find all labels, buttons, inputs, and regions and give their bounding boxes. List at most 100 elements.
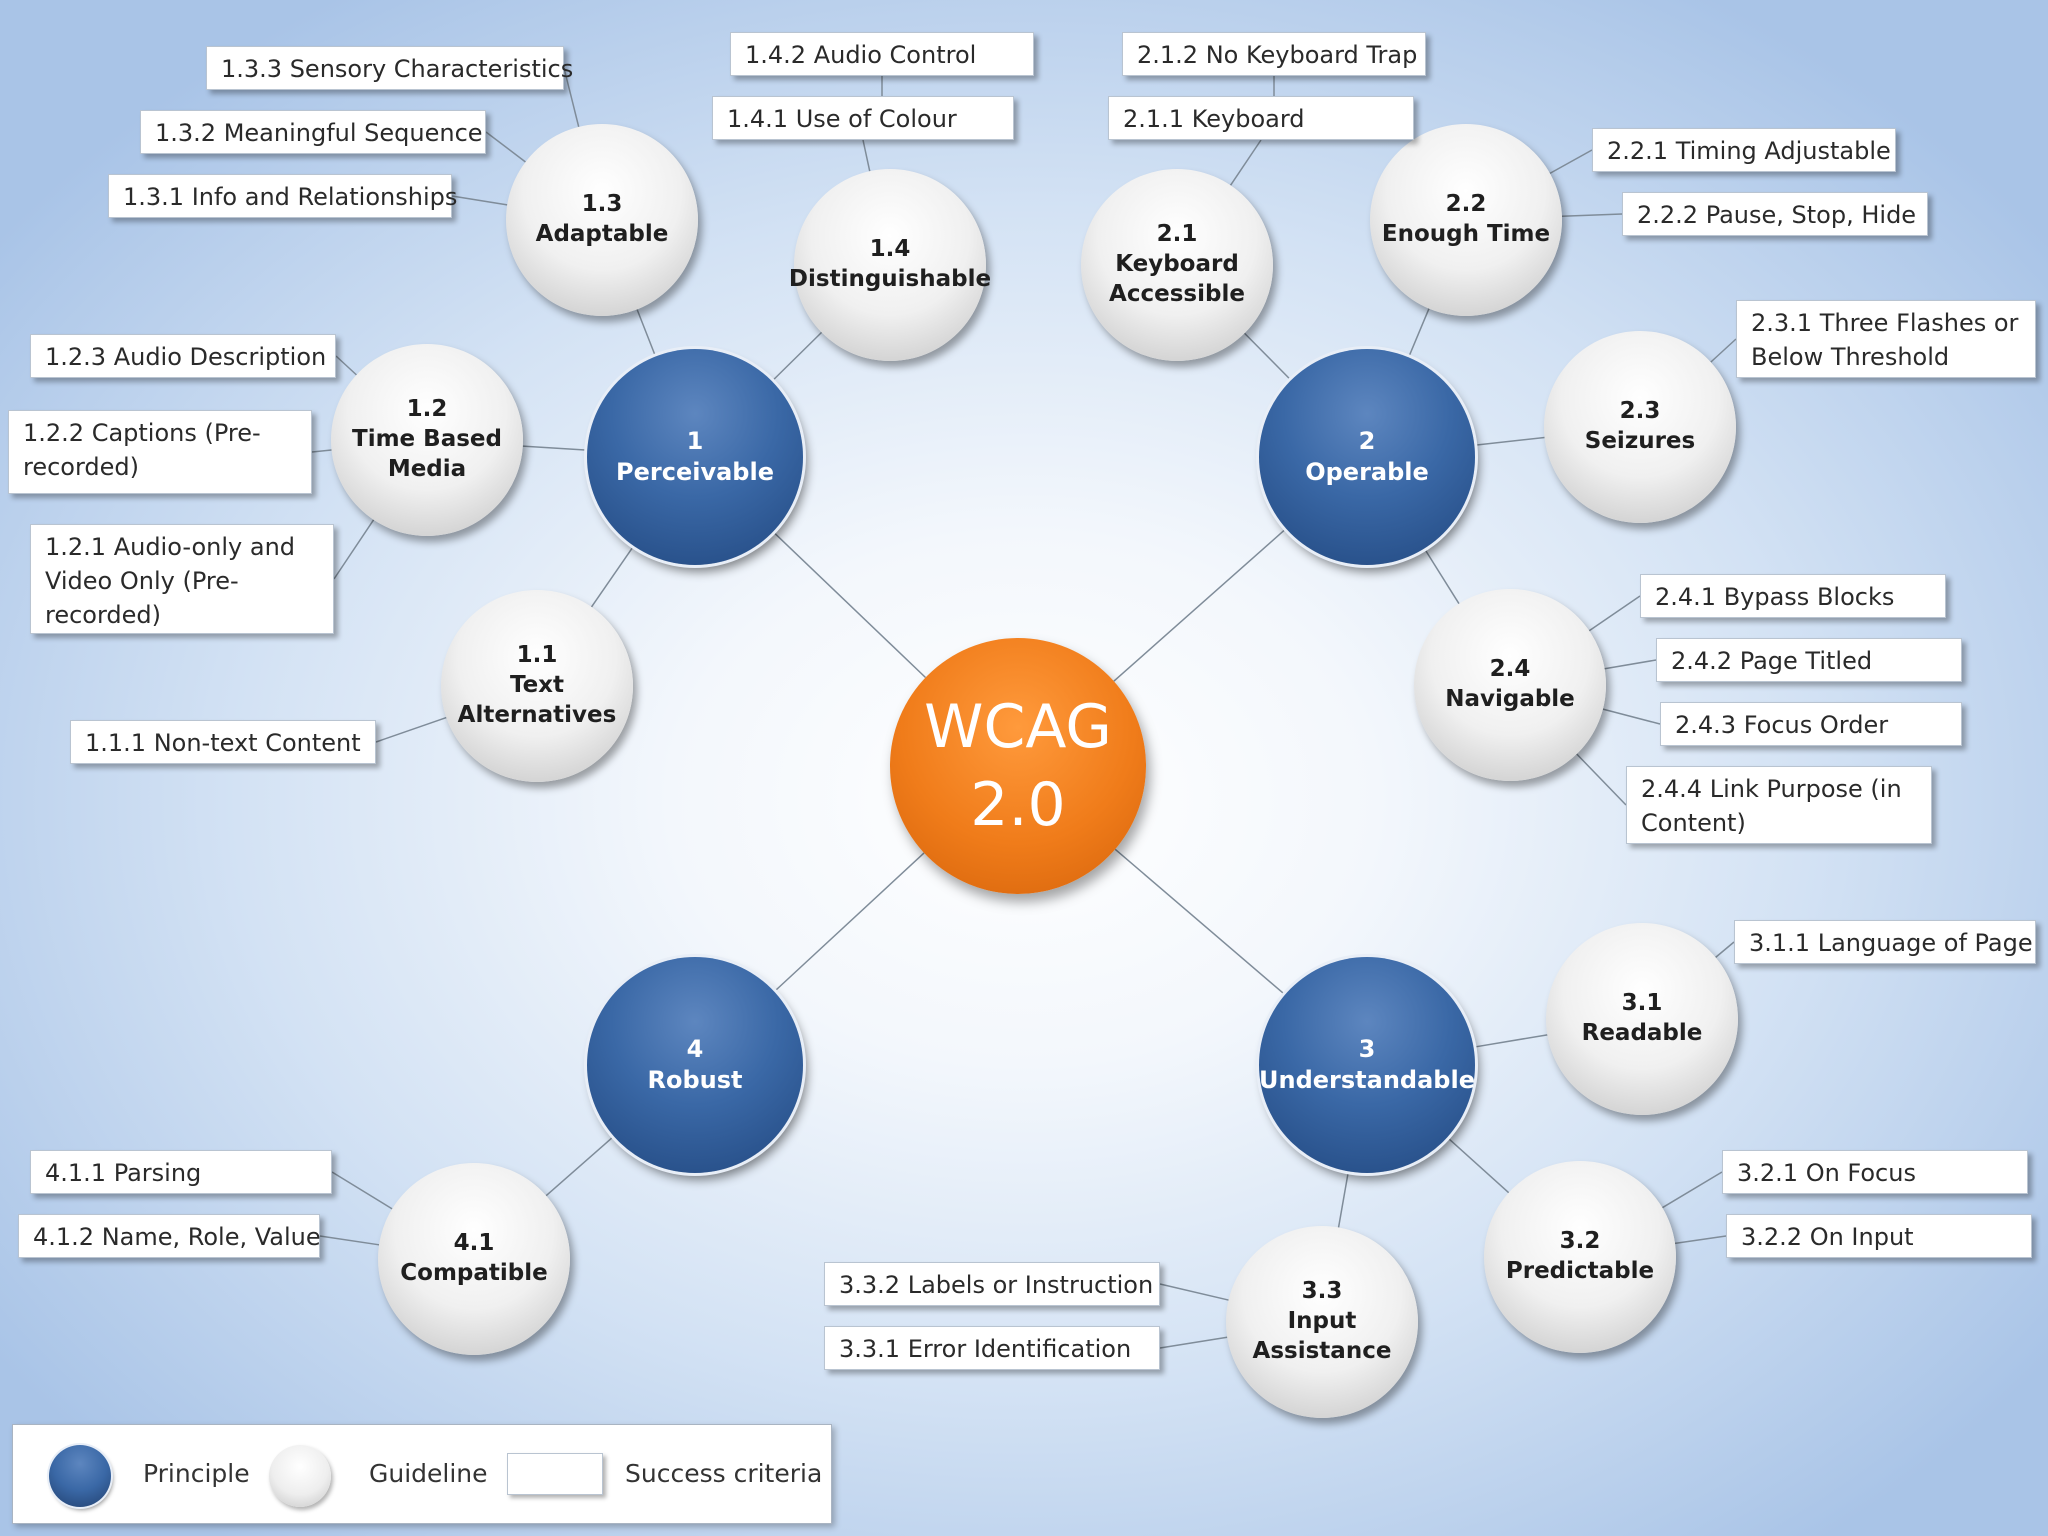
- guideline-2-2-enough-time: 2.2 Enough Time: [1370, 124, 1562, 316]
- criterion-connector-line: [451, 195, 508, 206]
- guideline-line: Enough Time: [1381, 221, 1551, 247]
- criterion-connector-line: [1561, 213, 1623, 218]
- criterion-1-2-3: 1.2.3 Audio Description: [30, 334, 336, 378]
- legend-principle-swatch: [49, 1445, 111, 1507]
- criterion-4-1-1: 4.1.1 Parsing: [30, 1150, 332, 1194]
- legend-guideline-swatch: [269, 1445, 331, 1507]
- guideline-4-1-compatible: 4.1 Compatible: [378, 1163, 570, 1355]
- guideline-2-4-navigable: 2.4 Navigable: [1414, 589, 1606, 781]
- criterion-3-2-1: 3.2.1 On Focus: [1722, 1150, 2028, 1194]
- criterion-1-2-2: 1.2.2 Captions (Pre-recorded): [8, 410, 312, 494]
- principle-connector-line: [1243, 332, 1292, 381]
- criterion-connector-line: [1710, 338, 1737, 363]
- principle-connector-line: [522, 445, 588, 451]
- criterion-2-2-1: 2.2.1 Timing Adjustable: [1592, 128, 1896, 172]
- center-line2: 2.0: [970, 770, 1066, 840]
- principle-connector-line: [1473, 1034, 1548, 1048]
- principle-connector-line: [771, 331, 823, 382]
- principle-number: 4: [686, 1034, 704, 1063]
- guideline-line: 1.2: [406, 396, 448, 423]
- guideline-line: 1.3: [581, 191, 623, 218]
- criterion-connector-line: [1588, 595, 1641, 632]
- guideline-line: 2.2: [1445, 191, 1487, 218]
- center-connector-line: [772, 531, 927, 679]
- center-connector-line: [1114, 848, 1286, 996]
- legend-criteria-label: Success criteria: [625, 1459, 823, 1488]
- center-line1: WCAG: [924, 692, 1112, 762]
- principle-label: Operable: [1305, 458, 1429, 486]
- criterion-connector-line: [375, 716, 447, 743]
- guideline-line: 3.2: [1559, 1228, 1601, 1255]
- criterion-2-4-3: 2.4.3 Focus Order: [1660, 702, 1962, 746]
- criterion-3-3-1: 3.3.1 Error Identification: [824, 1326, 1160, 1370]
- principle-connector-line: [1407, 308, 1430, 358]
- guideline-line: Keyboard: [1115, 251, 1239, 278]
- guideline-1-2-time-based-media: 1.2 Time Based Media: [331, 344, 523, 536]
- criterion-2-4-2: 2.4.2 Page Titled: [1656, 638, 1962, 682]
- principle-number: 1: [686, 426, 704, 455]
- guideline-3-2-predictable: 3.2 Predictable: [1484, 1161, 1676, 1353]
- criterion-3-1-1: 3.1.1 Language of Page: [1734, 920, 2036, 964]
- legend: Principle Guideline Success criteria: [12, 1424, 832, 1524]
- criterion-1-4-1: 1.4.1 Use of Colour: [712, 96, 1014, 140]
- criterion-connector-line: [1715, 941, 1735, 958]
- principle-connector-line: [1423, 548, 1460, 605]
- criterion-1-1-1: 1.1.1 Non-text Content: [70, 720, 376, 764]
- criterion-3-2-2: 3.2.2 On Input: [1726, 1214, 2032, 1258]
- guideline-line: Media: [387, 455, 467, 482]
- criterion-connector-line: [1576, 753, 1627, 806]
- principle-connector-line: [590, 545, 635, 608]
- principle-connector-line: [636, 309, 657, 357]
- principle-label: Understandable: [1259, 1066, 1475, 1094]
- criterion-1-3-3: 1.3.3 Sensory Characteristics: [206, 46, 573, 90]
- guideline-line: Text: [509, 672, 565, 699]
- criterion-1-3-2: 1.3.2 Meaningful Sequence: [140, 110, 486, 154]
- principle-understandable: 3 Understandable: [1259, 957, 1475, 1173]
- guideline-3-1-readable: 3.1 Readable: [1546, 923, 1738, 1115]
- criterion-2-4-4: 2.4.4 Link Purpose (in Content): [1626, 766, 1932, 844]
- criterion-2-1-2: 2.1.2 No Keyboard Trap: [1122, 32, 1426, 76]
- legend-guideline-label: Guideline: [369, 1459, 488, 1488]
- guideline-line: 3.3: [1301, 1278, 1343, 1305]
- criterion-1-2-1: 1.2.1 Audio-only and Video Only (Pre-rec…: [30, 524, 334, 634]
- criterion-connector-line: [319, 1235, 380, 1246]
- principle-connector-line: [1446, 1136, 1510, 1194]
- guideline-line: 1.4: [869, 236, 911, 263]
- guideline-line: Assistance: [1252, 1337, 1392, 1364]
- principle-number: 3: [1358, 1034, 1376, 1063]
- guideline-2-3-seizures: 2.3 Seizures: [1544, 331, 1736, 523]
- criterion-connector-line: [1602, 708, 1661, 725]
- criterion-connector-line: [1674, 1235, 1727, 1245]
- criterion-connector-line: [1604, 659, 1657, 670]
- criterion-1-4-2: 1.4.2 Audio Control: [730, 32, 1034, 76]
- criterion-4-1-2: 4.1.2 Name, Role, Value: [18, 1214, 321, 1258]
- guideline-line: Compatible: [400, 1260, 548, 1286]
- criterion-connector-line: [331, 1171, 393, 1210]
- guideline-2-1-keyboard-accessible: 2.1 Keyboard Accessible: [1081, 169, 1273, 361]
- criterion-connector-line: [563, 67, 580, 128]
- principle-number: 2: [1358, 426, 1376, 455]
- guideline-line: Navigable: [1445, 686, 1575, 712]
- principle-perceivable: 1 Perceivable: [587, 349, 803, 565]
- center-connector-line: [773, 852, 925, 993]
- wcag-center-node: WCAG 2.0: [890, 638, 1146, 894]
- guideline-1-1-text-alternatives: 1.1 Text Alternatives: [441, 590, 633, 782]
- center-connector-line: [1113, 528, 1287, 682]
- guideline-line: Seizures: [1584, 428, 1696, 454]
- criterion-2-2-2: 2.2.2 Pause, Stop, Hide: [1622, 192, 1928, 236]
- guideline-1-4-distinguishable: 1.4 Distinguishable: [789, 169, 991, 361]
- criterion-3-3-2: 3.3.2 Labels or Instruction: [824, 1262, 1160, 1306]
- criterion-connector-line: [1159, 1336, 1228, 1349]
- principle-connector-line: [1474, 436, 1545, 446]
- guideline-line: 1.1: [516, 642, 558, 669]
- principle-connector-line: [1337, 1171, 1350, 1228]
- principle-label: Perceivable: [616, 458, 774, 486]
- guideline-line: 4.1: [453, 1230, 495, 1257]
- principle-operable: 2 Operable: [1259, 349, 1475, 565]
- criterion-1-3-1: 1.3.1 Info and Relationships: [108, 174, 457, 218]
- criterion-2-3-1: 2.3.1 Three Flashes or Below Threshold: [1736, 300, 2036, 378]
- guideline-line: Distinguishable: [788, 266, 992, 292]
- guideline-line: Readable: [1581, 1020, 1703, 1046]
